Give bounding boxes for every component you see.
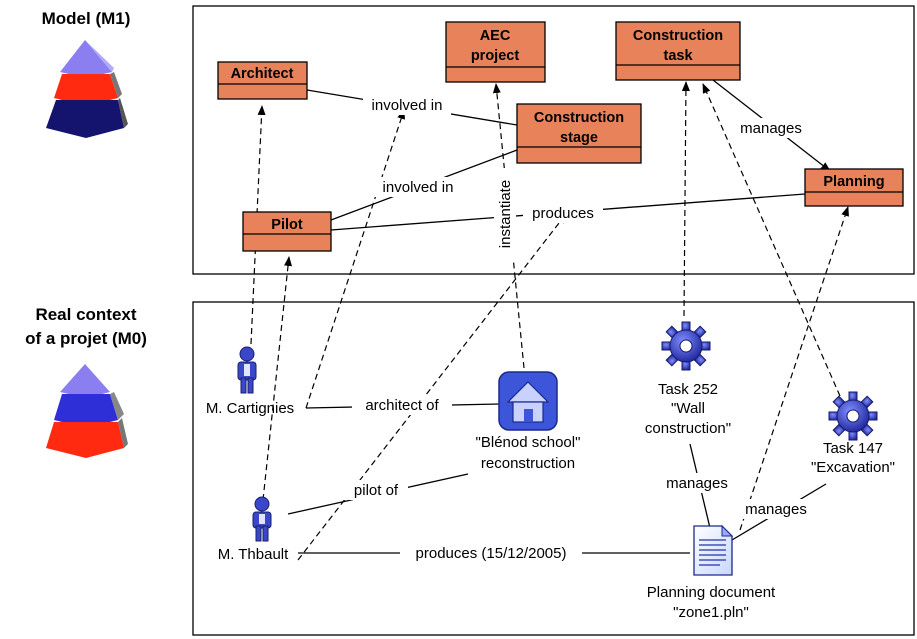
instance-task252-line2: "Wall — [671, 400, 705, 417]
house-icon — [498, 371, 558, 431]
person-icon-thbault — [252, 496, 272, 542]
real-context-title-line2: of a projet (M0) — [25, 329, 147, 348]
class-stage-label-1: Construction — [534, 110, 624, 126]
doc-instantiates-planning — [739, 206, 849, 531]
instance-thbault: M. Thbault — [218, 546, 289, 563]
class-construction-stage: Construction stage — [516, 103, 642, 164]
relation-manages-2: manages — [745, 501, 807, 518]
relation-manages: manages — [740, 120, 802, 137]
relation-involved-in-1: involved in — [372, 97, 443, 114]
class-construction-task: Construction task — [615, 21, 741, 81]
relation-architect-of: architect of — [365, 397, 439, 414]
class-planning-label: Planning — [823, 174, 884, 190]
class-task-label-2: task — [663, 48, 693, 64]
class-pilot: Pilot — [242, 211, 332, 252]
relation-pilot-of: pilot of — [354, 482, 399, 499]
class-architect-label: Architect — [231, 66, 294, 82]
class-task-label-1: Construction — [633, 28, 723, 44]
instance-planning-doc-line1: Planning document — [647, 584, 776, 601]
person-icon-cartignies — [237, 346, 257, 394]
class-aec-label-2: project — [471, 48, 520, 64]
instance-task147-line1: Task 147 — [823, 440, 883, 457]
instance-cartignies: M. Cartignies — [206, 400, 294, 417]
task147-instantiates-task — [702, 83, 841, 397]
class-pilot-label: Pilot — [271, 217, 303, 233]
pyramid-icon-m1 — [46, 40, 128, 138]
relation-produces: produces — [532, 205, 594, 222]
relation-involved-in-2: involved in — [383, 179, 454, 196]
instance-task147-line2: "Excavation" — [811, 459, 895, 476]
class-aec-project: AEC project — [445, 21, 546, 83]
architect-of-instantiates-involved-in — [305, 109, 405, 409]
instance-task252-line3: construction" — [645, 420, 731, 437]
model-section-title: Model (M1) — [42, 9, 131, 28]
class-aec-label-1: AEC — [480, 28, 511, 44]
thbault-instantiates-pilot — [262, 256, 293, 501]
task252-instantiates-task — [681, 81, 690, 317]
real-context-m0-panel — [192, 301, 915, 636]
gear-icon-task-147 — [828, 391, 878, 441]
document-icon — [693, 524, 734, 576]
gear-icon-task-252 — [661, 321, 711, 371]
instance-school-line2: reconstruction — [481, 455, 575, 472]
class-planning: Planning — [804, 168, 904, 207]
instance-task252-line1: Task 252 — [658, 381, 718, 398]
relation-instantiate: instantiate — [497, 180, 514, 248]
instance-planning-doc-line2: "zone1.pln" — [673, 604, 749, 621]
real-context-title-line1: Real context — [35, 305, 136, 324]
class-stage-label-2: stage — [560, 130, 598, 146]
relation-produces-date: produces (15/12/2005) — [416, 545, 567, 562]
relation-manages-1: manages — [666, 475, 728, 492]
pyramid-icon-m0 — [46, 364, 128, 458]
instance-school-line1: "Blénod school" — [476, 434, 581, 451]
class-architect: Architect — [217, 61, 308, 100]
